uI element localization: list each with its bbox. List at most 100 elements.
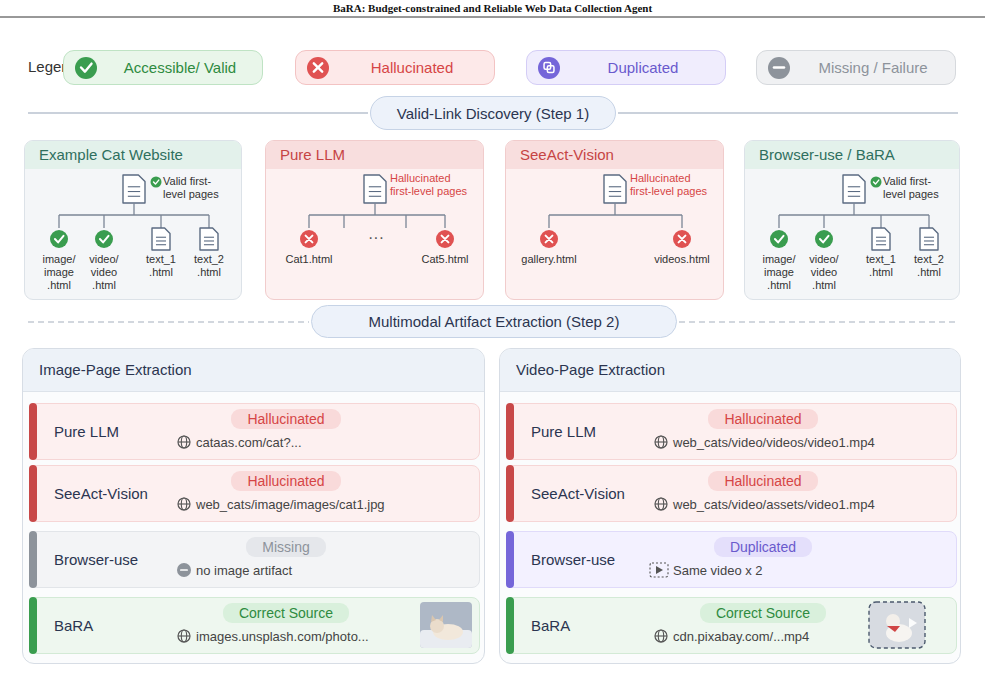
tree-line [58, 215, 59, 228]
ellipsis: ··· [356, 229, 396, 247]
page-line [924, 240, 934, 241]
tree-line [853, 203, 854, 215]
legend-text: Accessible/ Valid [102, 51, 258, 84]
tree-line [309, 214, 445, 215]
check-glyph [55, 236, 64, 243]
page-icon [843, 175, 865, 203]
status-bar [29, 465, 37, 522]
tree-line [59, 214, 209, 215]
page-name: text_2 .html [907, 253, 951, 279]
page-line [156, 240, 166, 241]
page-name: videos.html [642, 253, 722, 266]
page-icon [200, 228, 218, 250]
globe-icon [178, 635, 190, 636]
video-thumbnail [886, 614, 900, 628]
section-rule [28, 112, 368, 114]
page-line [369, 196, 381, 197]
check-glyph [874, 180, 879, 184]
legend-text: Duplicated [565, 51, 721, 84]
status-bar [506, 465, 514, 522]
tree-line [405, 215, 406, 228]
status-bar [29, 531, 37, 588]
result-row: SeeAct-VisionHallucinatedweb_cats/image/… [29, 465, 480, 522]
status-holder: Correct Source [663, 603, 863, 623]
panel-title: Image-Page Extraction [23, 349, 484, 392]
globe-icon [658, 436, 663, 448]
page-note: Valid first-level pages [883, 175, 949, 201]
method-name: Browser-use [531, 532, 659, 587]
status-bar [506, 403, 514, 460]
legend-swatch [75, 57, 97, 79]
globe-icon [181, 498, 186, 510]
method-name: SeeAct-Vision [54, 466, 182, 521]
panel-title: SeeAct-Vision [506, 141, 723, 169]
tree-line [374, 203, 375, 215]
tree-line [614, 203, 615, 215]
section-rule [618, 112, 958, 114]
page-icon [604, 175, 626, 203]
page-icon [364, 175, 386, 203]
status-pill: Correct Source [700, 603, 826, 623]
result-row: SeeAct-VisionHallucinatedweb_cats/video/… [506, 465, 957, 522]
section-band: Valid-Link Discovery (Step 1) [370, 96, 616, 130]
method-name: BaRA [54, 598, 182, 653]
result-row: Pure LLMHallucinatedweb_cats/video/video… [506, 403, 957, 460]
globe-icon [178, 436, 190, 448]
extraction-panel: Video-Page ExtractionPure LLMHallucinate… [499, 348, 961, 664]
section-band: Multimodal Artifact Extraction (Step 2) [311, 305, 677, 338]
status-bar [29, 403, 37, 460]
page-name: text_1 .html [139, 253, 183, 279]
status-dot [673, 230, 691, 248]
legend-item: Duplicated [526, 50, 726, 85]
check-glyph [820, 236, 829, 243]
tree-line [823, 215, 824, 228]
play-icon [656, 566, 663, 574]
page-name: video/ video .html [82, 253, 126, 292]
section-rule [28, 321, 309, 323]
page-name: image/ image .html [757, 253, 801, 292]
page-line [876, 244, 886, 245]
page-line [128, 196, 140, 197]
globe-icon [655, 441, 667, 442]
status-holder: Hallucinated [186, 409, 386, 429]
video-thumbnail [909, 618, 917, 628]
result-row: BaRACorrect Sourcecdn.pixabay.com/...mp4 [506, 597, 957, 654]
page-note: Hallucinated first-level pages [630, 172, 714, 198]
tree-line [208, 215, 209, 228]
result-row: Pure LLMHallucinated cataas.com/cat?... [29, 403, 480, 460]
page-line [924, 244, 934, 245]
status-pill: Correct Source [223, 603, 349, 623]
check-glyph [775, 236, 784, 243]
legend-item: Hallucinated [295, 50, 495, 85]
source-url: cataas.com/cat?... [196, 435, 302, 451]
source-url: no image artifact [196, 563, 292, 579]
extraction-panel: Image-Page ExtractionPure LLMHallucinate… [22, 348, 485, 664]
method-panel: Browser-use / BaRAValid first-level page… [744, 140, 960, 300]
photo-thumbnail [430, 619, 444, 633]
globe-icon [655, 630, 667, 642]
page-line [848, 196, 860, 197]
section-rule [679, 321, 958, 323]
result-row: Browser-useDuplicatedSame video x 2 [506, 531, 957, 588]
check-glyph [81, 64, 91, 72]
page-line [156, 244, 166, 245]
page-name: video/ video .html [802, 253, 846, 292]
source-url: cdn.pixabay.com/...mp4 [673, 629, 809, 645]
source-url: Same video x 2 [673, 563, 763, 579]
page-note: Hallucinated first-level pages [390, 172, 474, 198]
dup-glyph [544, 63, 551, 70]
band-title: Multimodal Artifact Extraction (Step 2) [312, 306, 676, 337]
status-dot [436, 230, 454, 248]
play-icon [650, 563, 668, 577]
page-icon [152, 228, 170, 250]
tree-line [880, 215, 881, 228]
method-name: Pure LLM [54, 404, 182, 459]
page-icon [920, 228, 938, 250]
method-panel: SeeAct-VisionHallucinated first-level pa… [505, 140, 724, 300]
band-title: Valid-Link Discovery (Step 1) [371, 97, 615, 129]
page-line [876, 237, 886, 238]
globe-icon [181, 630, 186, 642]
status-dot [300, 230, 318, 248]
status-dot [151, 177, 162, 188]
page-line [156, 237, 166, 238]
